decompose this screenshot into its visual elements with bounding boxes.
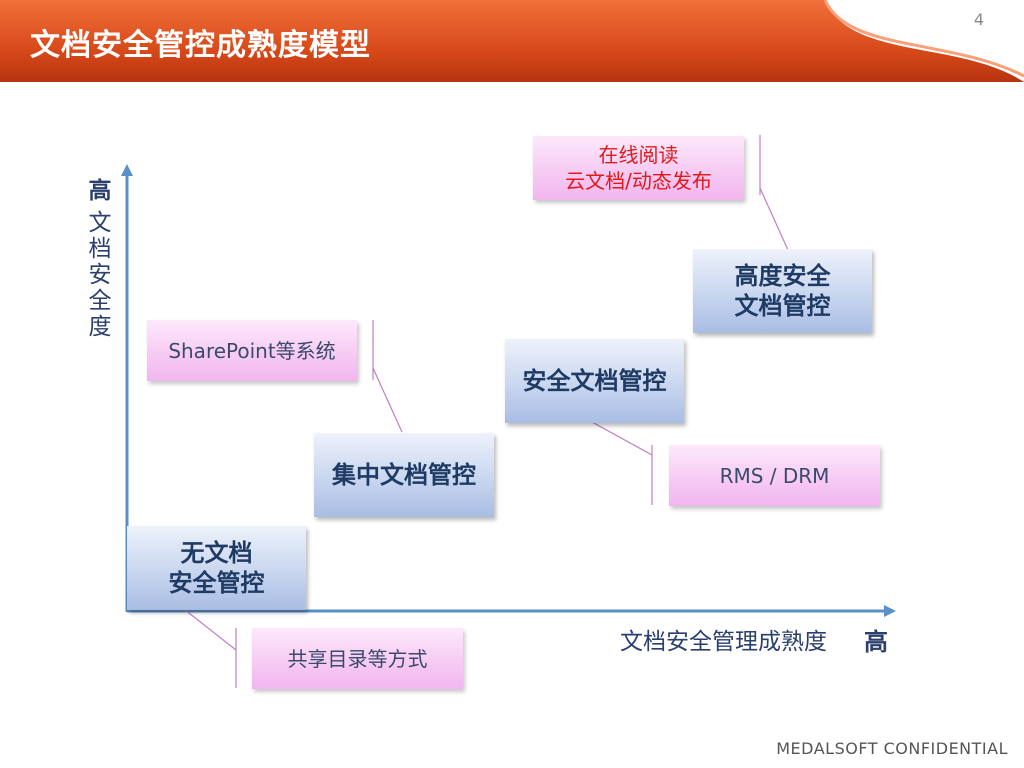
y-axis-label: 高 文 档 安 全 度 — [86, 178, 114, 340]
stage-centralized: 集中文档管控 — [314, 433, 494, 517]
connector-rms-drm — [591, 421, 653, 505]
page-title: 文档安全管控成熟度模型 — [30, 28, 371, 63]
note-online-reading: 在线阅读 云文档/动态发布 — [533, 136, 744, 200]
note-rms-drm: RMS / DRM — [669, 445, 880, 506]
y-axis-high: 高 — [88, 178, 112, 204]
note-shared-directory: 共享目录等方式 — [252, 628, 463, 689]
confidential-footer: MEDALSOFT CONFIDENTIAL — [776, 739, 1008, 758]
header-swoosh — [823, 0, 1024, 82]
connector-online — [759, 135, 789, 251]
y-axis-title: 文 档 安 全 度 — [88, 210, 112, 340]
connector-sharepoint — [372, 320, 403, 433]
connector-shared-dir — [179, 605, 237, 688]
page-number: 4 — [973, 10, 984, 29]
x-axis-high: 高 — [864, 628, 888, 656]
stage-high-security: 高度安全 文档管控 — [693, 249, 872, 333]
stage-no-control: 无文档 安全管控 — [127, 526, 306, 610]
x-axis-title: 文档安全管理成熟度 — [620, 629, 827, 655]
note-sharepoint: SharePoint等系统 — [147, 320, 357, 381]
stage-secure: 安全文档管控 — [505, 339, 684, 423]
title-bar: 文档安全管控成熟度模型 4 — [0, 0, 1024, 82]
